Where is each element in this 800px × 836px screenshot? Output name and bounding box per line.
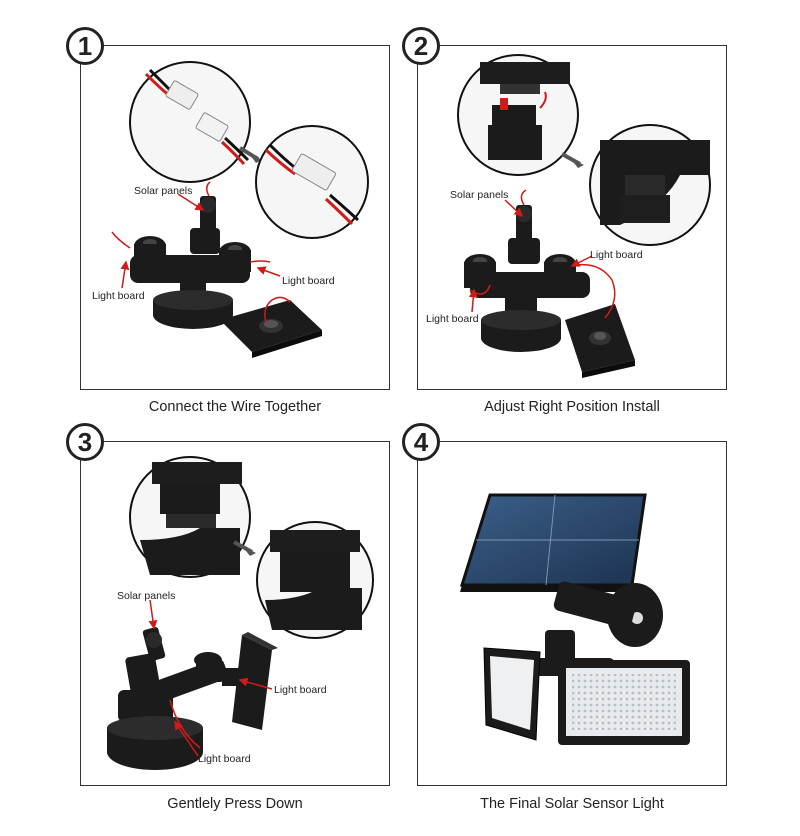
mount-plate-2 <box>565 304 635 378</box>
step-1-artwork <box>111 61 369 358</box>
step-4-caption: The Final Solar Sensor Light <box>480 796 664 812</box>
light-panel-3 <box>232 632 278 730</box>
light-body-exploded <box>130 196 251 329</box>
label-solar-panels-3: Solar panels <box>117 590 175 602</box>
step-2-caption: Adjust Right Position Install <box>484 399 660 415</box>
label-light-board-1a: Light board <box>282 275 335 287</box>
label-light-board-1b: Light board <box>92 290 145 302</box>
light-body-pressing <box>107 627 244 770</box>
step-1-number: 1 <box>66 27 104 65</box>
step-2-number: 2 <box>402 27 440 65</box>
label-solar-panels-2: Solar panels <box>450 189 508 201</box>
step-3-number: 3 <box>66 423 104 461</box>
mount-plate <box>220 300 322 358</box>
step-3-artwork <box>107 456 374 770</box>
step-3-caption: Gentlely Press Down <box>167 796 303 812</box>
step-4-number: 4 <box>402 423 440 461</box>
label-light-board-2b: Light board <box>426 313 479 325</box>
step-4-artwork <box>459 493 690 745</box>
label-light-board-3b: Light board <box>198 753 251 765</box>
step-2-artwork <box>457 54 711 378</box>
led-dots <box>572 674 676 730</box>
step-1-caption: Connect the Wire Together <box>148 399 322 415</box>
label-solar-panels-1: Solar panels <box>134 185 192 197</box>
zoom-circle-connector-open <box>129 61 251 183</box>
label-light-board-2a: Light board <box>590 249 643 261</box>
label-light-board-3a: Light board <box>274 684 327 696</box>
